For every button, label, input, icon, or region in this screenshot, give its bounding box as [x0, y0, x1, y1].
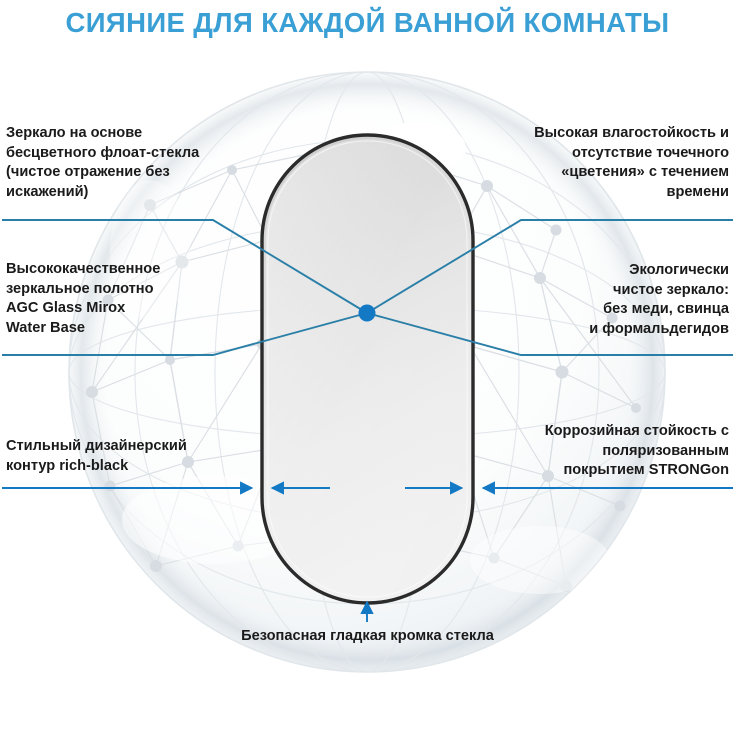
center-node-dot — [358, 304, 376, 322]
callout-moisture-resistance: Высокая влагостойкость и отсутствие точе… — [534, 125, 729, 201]
page-title: СИЯНИЕ ДЛЯ КАЖДОЙ ВАННОЙ КОМНАТЫ — [65, 7, 670, 38]
callout-rich-black-contour: Стильный дизайнерский контур rich-black — [6, 438, 187, 474]
callout-safe-edge: Безопасная гладкая кромка стекла — [241, 628, 494, 644]
callout-mirror-sheet: Высококачественное зеркальное полотно AG… — [6, 261, 161, 337]
callout-eco-clean: Экологически чистое зеркало: без меди, с… — [589, 262, 729, 338]
callout-float-glass: Зеркало на основе бесцветного флоат-стек… — [6, 125, 200, 201]
callout-corrosion-resistance: Коррозийная стойкость с поляризованным п… — [544, 423, 729, 479]
oval-mirror — [260, 133, 475, 605]
